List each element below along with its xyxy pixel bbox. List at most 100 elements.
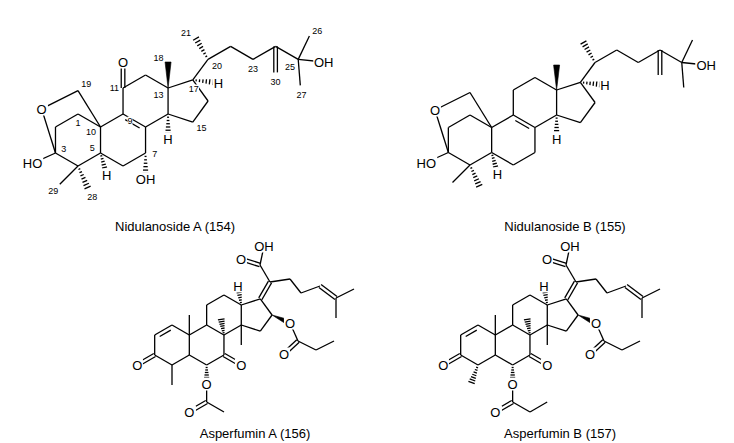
bond-line: [470, 379, 476, 381]
bond-line: [172, 325, 189, 335]
bond-line: [205, 369, 208, 370]
bond-line: [513, 325, 530, 335]
locant-number: 17: [189, 85, 199, 94]
bond-line: [237, 294, 241, 296]
bond-line: [473, 176, 477, 178]
atom-label: O: [584, 348, 596, 361]
locant-number: 21: [181, 29, 191, 38]
bond-line: [554, 130, 559, 131]
bond-line: [583, 44, 588, 47]
bond-line: [78, 91, 101, 127]
bond-line: [580, 103, 595, 123]
bond-line: [491, 128, 492, 153]
atom-label: O: [36, 102, 48, 115]
bond-line: [199, 46, 203, 48]
atom-label: H: [162, 132, 173, 145]
bond-line: [241, 325, 242, 345]
bond-line: [511, 372, 515, 373]
bond-line: [277, 46, 278, 72]
bond-line: [513, 90, 514, 115]
bond-line: [556, 117, 558, 118]
bond-line: [204, 374, 208, 375]
bond-line: [55, 153, 78, 166]
bond-line: [580, 63, 595, 83]
atom-label: O: [437, 359, 449, 372]
bond-line: [592, 58, 594, 60]
bond-line: [468, 381, 474, 383]
bond-line: [660, 50, 682, 63]
bond-line: [165, 62, 171, 88]
bond-line: [530, 295, 547, 305]
bond-line: [583, 82, 585, 84]
bond-line: [528, 330, 531, 332]
bond-line: [218, 319, 225, 320]
bond-line: [586, 82, 588, 85]
locant-number: 19: [81, 80, 91, 89]
bond-line: [448, 153, 470, 166]
bond-line: [491, 154, 493, 156]
locant-number: 30: [271, 77, 281, 86]
bond-line: [492, 115, 514, 128]
bond-line: [547, 299, 566, 305]
atom-label: O: [507, 378, 519, 391]
bond-line: [472, 374, 476, 376]
bond-line: [589, 53, 592, 55]
bond-line: [596, 82, 598, 87]
atom-label: OH: [559, 240, 581, 253]
atom-label: O: [541, 253, 553, 266]
bond-line: [638, 50, 660, 63]
bond-line: [168, 114, 193, 122]
locant-number: 23: [248, 64, 258, 73]
bond-line: [544, 297, 548, 299]
bond-line: [592, 82, 594, 86]
bond-line: [581, 41, 587, 44]
bond-line: [530, 325, 547, 335]
bond-line: [535, 115, 557, 128]
bond-line: [321, 285, 337, 297]
bond-line: [82, 180, 87, 182]
bond-line: [189, 355, 206, 365]
atom-label: HO: [416, 156, 438, 169]
bond-line: [78, 168, 80, 170]
atom-label: O: [590, 317, 602, 330]
bond-line: [101, 161, 104, 163]
bond-line: [526, 325, 530, 327]
locant-number: 18: [154, 54, 164, 63]
bond-line: [576, 279, 596, 282]
atom-label: O: [117, 56, 129, 69]
bond-line: [219, 321, 225, 322]
bond-line: [260, 315, 272, 331]
bond-line: [461, 355, 478, 365]
bond-line: [123, 114, 146, 127]
bond-line: [448, 128, 449, 153]
bond-line: [512, 305, 513, 325]
bond-line: [589, 82, 591, 86]
atom-label: HO: [22, 157, 44, 170]
atom-label: H: [599, 79, 610, 92]
bond-line: [123, 153, 146, 166]
atom-label: H: [101, 169, 112, 182]
atom-label: O: [429, 104, 441, 117]
bond-line: [298, 59, 300, 85]
bond-line: [231, 46, 253, 59]
bond-line: [207, 295, 224, 305]
bond-line: [193, 101, 208, 122]
bond-line: [241, 305, 242, 325]
bond-line: [100, 155, 102, 157]
bond-line: [596, 279, 607, 293]
bond-line: [270, 279, 290, 282]
bond-line: [219, 323, 224, 325]
bond-line: [513, 355, 530, 365]
bond-line: [493, 163, 497, 164]
bond-line: [476, 184, 482, 187]
bond-line: [470, 93, 492, 128]
bond-line: [622, 341, 640, 350]
bond-line: [682, 40, 693, 63]
bond-line: [658, 50, 659, 75]
locant-number: 11: [110, 84, 119, 93]
bond-line: [145, 156, 147, 157]
bond-line: [207, 325, 224, 335]
atom-label: O: [278, 348, 290, 361]
bond-line: [470, 153, 492, 166]
bond-line: [453, 165, 471, 183]
